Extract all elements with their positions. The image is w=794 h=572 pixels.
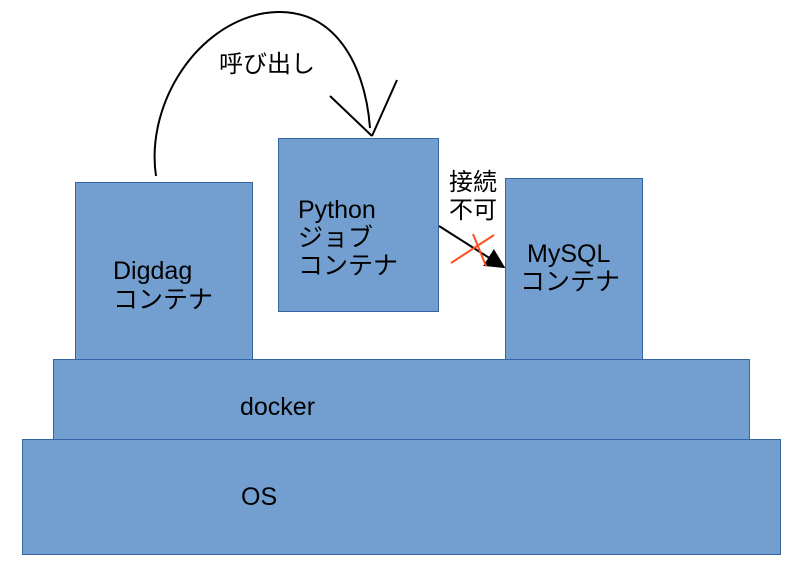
digdag-label-line2: コンテナ bbox=[113, 286, 214, 314]
python-label-line2: ジョブ bbox=[298, 224, 374, 252]
connection-arrow bbox=[438, 225, 506, 269]
call-annotation: 呼び出し bbox=[219, 50, 315, 78]
digdag-label-line1: Digdag bbox=[113, 257, 193, 285]
docker-label: docker bbox=[240, 393, 316, 421]
blocked-x-mark bbox=[450, 233, 495, 267]
mysql-label-line1: MySQL bbox=[527, 240, 611, 268]
python-label-line1: Python bbox=[298, 196, 376, 224]
mysql-container bbox=[505, 178, 643, 360]
docker-layer bbox=[53, 359, 750, 440]
os-layer bbox=[22, 439, 781, 555]
digdag-container bbox=[75, 182, 253, 360]
connect-annotation-line2: 不可 bbox=[449, 196, 497, 224]
connect-annotation-line1: 接続 bbox=[449, 168, 497, 196]
call-arrowhead bbox=[329, 79, 398, 137]
python-label-line3: コンテナ bbox=[298, 252, 399, 280]
os-label: OS bbox=[241, 483, 278, 511]
mysql-label-line2: コンテナ bbox=[520, 268, 621, 296]
